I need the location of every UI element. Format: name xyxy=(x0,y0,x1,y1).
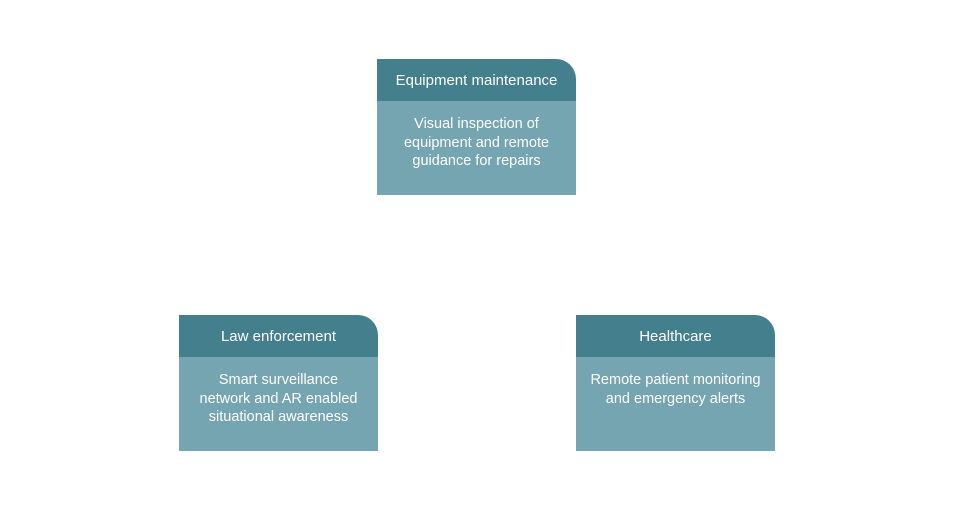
card-healthcare: Healthcare Remote patient monitoring and… xyxy=(576,315,775,451)
card-equipment-maintenance: Equipment maintenance Visual inspection … xyxy=(377,59,576,195)
card-title: Law enforcement xyxy=(179,315,378,357)
card-law-enforcement: Law enforcement Smart surveillance netwo… xyxy=(179,315,378,451)
card-title: Healthcare xyxy=(576,315,775,357)
card-description: Smart surveillance network and AR enable… xyxy=(179,357,378,451)
card-title: Equipment maintenance xyxy=(377,59,576,101)
card-description: Remote patient monitoring and emergency … xyxy=(576,357,775,451)
card-description: Visual inspection of equipment and remot… xyxy=(377,101,576,195)
